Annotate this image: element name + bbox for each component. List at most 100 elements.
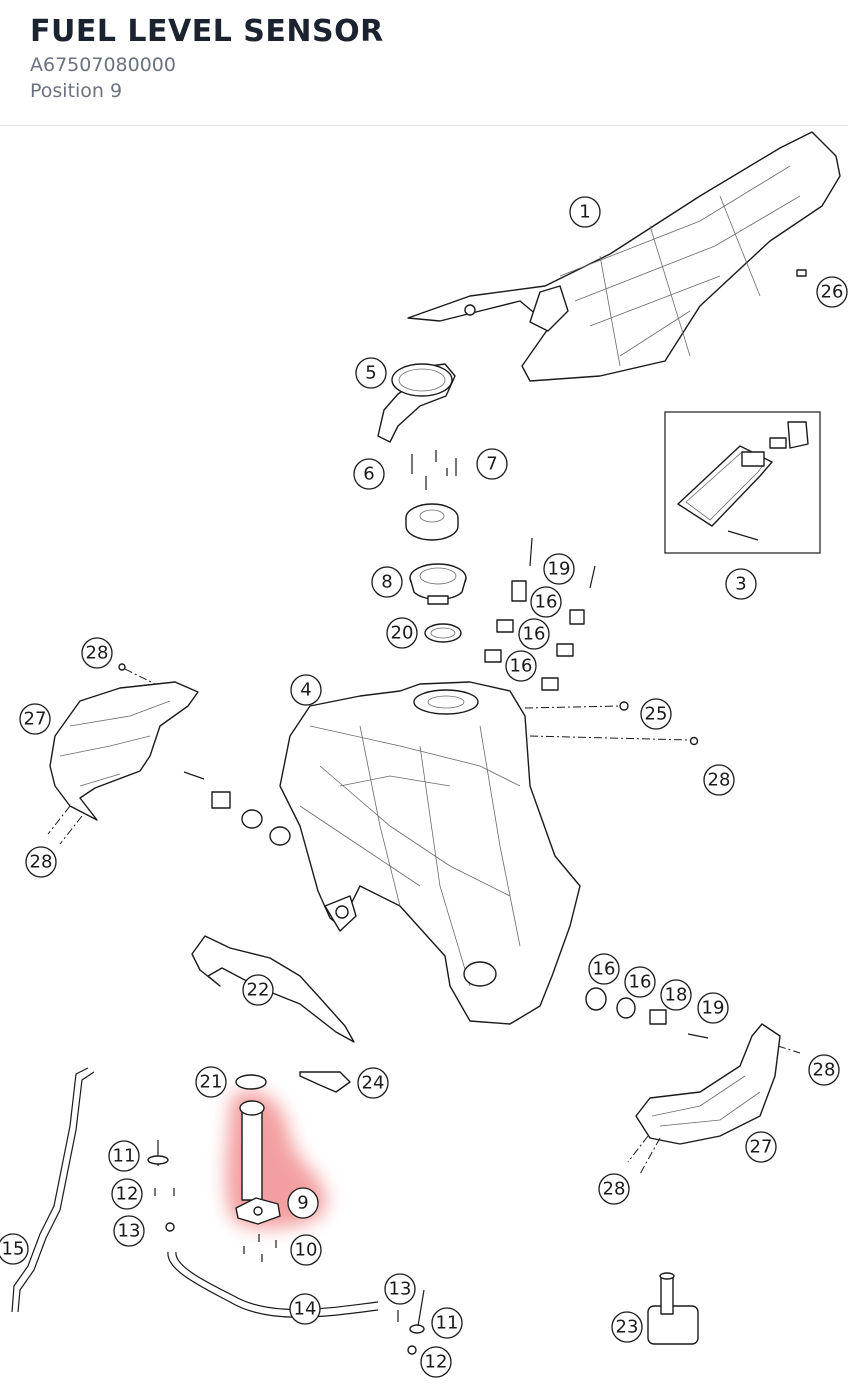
callout-20[interactable]: 20 [386,617,418,649]
part-instrument-bracket[interactable] [377,363,456,443]
svg-text:22: 22 [247,980,270,1001]
callout-7[interactable]: 7 [476,448,508,480]
svg-text:11: 11 [113,1146,136,1167]
callout-22[interactable]: 22 [242,974,274,1006]
svg-text:16: 16 [629,972,652,993]
callout-5[interactable]: 5 [355,357,387,389]
callout-28-top-left[interactable]: 28 [81,637,113,669]
callout-12-left[interactable]: 12 [111,1178,143,1210]
svg-text:12: 12 [425,1352,448,1373]
svg-text:10: 10 [295,1240,318,1261]
part-valve-right[interactable] [397,1289,425,1355]
callout-9-selected[interactable]: 9 [287,1187,319,1219]
part-bushings-right[interactable] [585,987,709,1039]
svg-text:6: 6 [363,464,374,485]
callout-23[interactable]: 23 [611,1311,643,1343]
part-side-cover-right[interactable] [635,1023,781,1145]
callout-16-d[interactable]: 16 [588,953,620,985]
callout-11-left[interactable]: 11 [108,1140,140,1172]
callout-11-right[interactable]: 11 [431,1307,463,1339]
part-screws-6-7[interactable] [411,450,457,490]
page-title: FUEL LEVEL SENSOR [30,14,384,49]
svg-text:16: 16 [523,624,546,645]
part-seat[interactable] [407,131,841,382]
part-screws-10[interactable] [243,1234,277,1262]
callout-1[interactable]: 1 [569,196,601,228]
svg-text:12: 12 [116,1184,139,1205]
part-side-cover-left[interactable] [49,681,199,821]
callout-28-right[interactable]: 28 [703,764,735,796]
svg-text:23: 23 [616,1317,639,1338]
callout-16-a[interactable]: 16 [530,586,562,618]
svg-text:9: 9 [297,1193,308,1214]
part-filler-ring[interactable] [409,563,467,605]
part-bracket-24[interactable] [299,1071,351,1093]
part-valve-left[interactable] [147,1140,175,1232]
part-gasket-20[interactable] [424,623,462,643]
part-kit-3[interactable] [664,411,821,554]
svg-text:4: 4 [300,680,311,701]
callout-25[interactable]: 25 [640,698,672,730]
callout-12-right[interactable]: 12 [420,1346,452,1378]
svg-text:28: 28 [708,770,731,791]
callout-27-left[interactable]: 27 [19,703,51,735]
position-label: Position 9 [30,80,123,102]
part-fuel-level-sensor[interactable] [235,1100,281,1225]
svg-text:28: 28 [30,852,53,873]
callout-26[interactable]: 26 [816,276,848,308]
part-hose-15[interactable] [11,1067,89,1313]
callout-4[interactable]: 4 [290,674,322,706]
part-bushings-left[interactable] [183,771,291,846]
callout-16-c[interactable]: 16 [505,650,537,682]
callout-28-far-right[interactable]: 28 [808,1054,840,1086]
part-o-ring-21[interactable] [235,1074,267,1090]
diagram-svg: 1 26 5 6 7 3 8 19 16 20 16 16 28 4 25 27… [0,131,848,1378]
callout-28-left[interactable]: 28 [25,846,57,878]
callout-15[interactable]: 15 [0,1233,29,1265]
callout-6[interactable]: 6 [353,458,385,490]
svg-text:21: 21 [200,1072,223,1093]
svg-text:28: 28 [603,1179,626,1200]
svg-text:13: 13 [118,1221,141,1242]
svg-text:25: 25 [645,704,668,725]
callout-27-right[interactable]: 27 [745,1131,777,1163]
part-28-screw-right[interactable] [689,736,699,746]
svg-text:7: 7 [486,454,497,475]
callout-18[interactable]: 18 [660,979,692,1011]
callout-16-b[interactable]: 16 [518,618,550,650]
callout-13-right[interactable]: 13 [384,1273,416,1305]
svg-text:27: 27 [24,709,47,730]
svg-text:28: 28 [813,1060,836,1081]
callout-16-e[interactable]: 16 [624,966,656,998]
part-fuel-cap[interactable] [405,503,459,541]
callout-3[interactable]: 3 [725,568,757,600]
svg-text:16: 16 [510,656,533,677]
svg-text:1: 1 [579,202,590,223]
svg-text:11: 11 [436,1313,459,1334]
callout-13-left[interactable]: 13 [113,1215,145,1247]
callout-28-bottom-right[interactable]: 28 [598,1173,630,1205]
callout-19-upper[interactable]: 19 [543,553,575,585]
part-filter-23[interactable] [647,1272,699,1345]
part-hose-14[interactable] [167,1251,379,1318]
part-26-clip[interactable] [796,269,807,277]
callout-8[interactable]: 8 [371,566,403,598]
callout-21[interactable]: 21 [195,1066,227,1098]
svg-text:26: 26 [821,282,844,303]
callout-19-lower[interactable]: 19 [697,992,729,1024]
svg-text:5: 5 [365,363,376,384]
part-fuel-tank[interactable] [279,681,581,1025]
callout-24[interactable]: 24 [357,1067,389,1099]
svg-text:3: 3 [735,574,746,595]
exploded-parts-diagram: 1 26 5 6 7 3 8 19 16 20 16 16 28 4 25 27… [0,126,848,1390]
part-28-screw-a[interactable] [118,663,126,671]
callout-14[interactable]: 14 [289,1293,321,1325]
svg-text:13: 13 [389,1279,412,1300]
part-bushings-upper[interactable] [484,537,596,691]
svg-text:14: 14 [294,1299,317,1320]
svg-text:19: 19 [548,559,571,580]
part-25-nut[interactable] [619,701,629,711]
svg-text:16: 16 [593,959,616,980]
svg-text:28: 28 [86,643,109,664]
callout-10[interactable]: 10 [290,1234,322,1266]
